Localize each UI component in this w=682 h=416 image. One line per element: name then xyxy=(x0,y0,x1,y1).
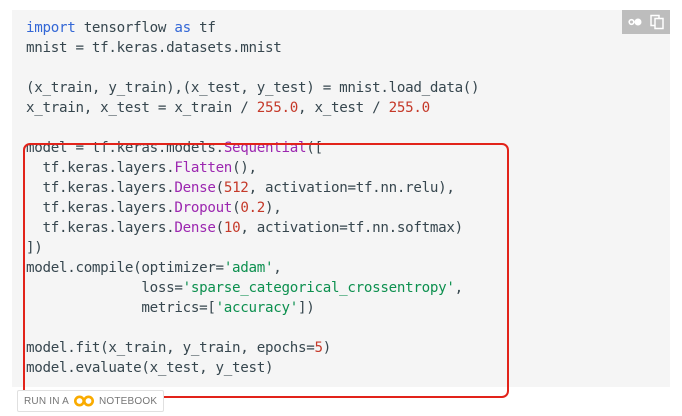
code-line: ]) xyxy=(26,238,479,258)
code-token: model.fit(x_train, y_train, epochs= xyxy=(26,340,315,356)
code-token: Dense xyxy=(174,180,216,196)
code-token: metrics=[ xyxy=(26,300,216,316)
code-token: (), xyxy=(232,160,257,176)
code-token: 'sparse_categorical_crossentropy' xyxy=(182,280,455,296)
code-token: tf.keras.layers. xyxy=(26,160,175,176)
code-listing: import tensorflow as tf mnist = tf.keras.… xyxy=(26,18,480,378)
code-line: import tensorflow as tf xyxy=(26,18,479,38)
code-line: ​ xyxy=(26,58,479,78)
run-in-colab-button[interactable]: RUN IN A NOTEBOOK xyxy=(17,390,165,412)
code-token: Sequential xyxy=(223,140,307,156)
code-token: 'accuracy' xyxy=(215,300,299,316)
code-token: 'adam' xyxy=(223,260,274,276)
code-line: tf.keras.layers.Dense(10, activation=tf.… xyxy=(26,218,479,238)
code-line: (x_train, y_train),(x_test, y_test) = mn… xyxy=(26,78,480,98)
code-token: Dropout xyxy=(174,200,233,216)
code-token: x_train, x_test = x_train / xyxy=(26,100,257,116)
code-token: ]) xyxy=(297,300,315,316)
code-token: (x_train, y_train),(x_test, y_test) = mn… xyxy=(26,80,480,96)
code-line: model = tf.keras.models.Sequential([ xyxy=(26,138,479,158)
code-token: 255.0 xyxy=(256,100,299,116)
code-token: tf xyxy=(190,20,216,36)
code-token: ([ xyxy=(306,140,323,156)
code-token: ), xyxy=(265,200,282,216)
code-line: metrics=['accuracy']) xyxy=(26,298,479,318)
code-token: 5 xyxy=(314,340,323,356)
code-line: loss='sparse_categorical_crossentropy', xyxy=(26,278,479,298)
code-token: ( xyxy=(215,180,225,196)
code-line: x_train, x_test = x_train / 255.0, x_tes… xyxy=(26,98,479,118)
code-token: tf.keras.layers. xyxy=(26,180,175,196)
code-token: Dense xyxy=(174,220,216,236)
code-line: model.compile(optimizer='adam', xyxy=(26,258,479,278)
code-token: ( xyxy=(215,220,225,236)
colab-button-prefix: RUN IN A xyxy=(24,395,69,407)
colab-button-suffix: NOTEBOOK xyxy=(98,395,158,407)
code-block: import tensorflow as tf mnist = tf.keras.… xyxy=(12,10,670,398)
code-token: , xyxy=(454,280,464,296)
code-token: loss= xyxy=(26,280,183,296)
code-token: model = tf.keras.models. xyxy=(26,140,224,156)
code-token: 255.0 xyxy=(388,100,431,116)
code-token: Flatten xyxy=(174,160,233,176)
code-token: as xyxy=(174,20,191,36)
code-token: 10 xyxy=(223,220,241,236)
code-line: tf.keras.layers.Flatten(), xyxy=(26,158,479,178)
code-token: ) xyxy=(322,340,332,356)
copy-icon[interactable] xyxy=(649,14,665,30)
code-token: tensorflow xyxy=(75,20,175,36)
code-token: , activation=tf.nn.softmax) xyxy=(240,220,463,236)
code-token: ( xyxy=(232,200,241,216)
view-toggle-icon[interactable] xyxy=(627,14,643,30)
code-token: mnist = tf.keras.datasets.mnist xyxy=(26,40,282,56)
code-toolbar xyxy=(622,10,670,34)
code-line: model.evaluate(x_test, y_test) xyxy=(26,358,479,378)
code-line: tf.keras.layers.Dropout(0.2), xyxy=(26,198,479,218)
code-line: mnist = tf.keras.datasets.mnist xyxy=(26,38,479,58)
code-line: model.fit(x_train, y_train, epochs=5) xyxy=(26,338,479,358)
code-line: tf.keras.layers.Dense(512, activation=tf… xyxy=(26,178,479,198)
code-line: ​ xyxy=(26,318,479,338)
code-token: 0.2 xyxy=(240,200,266,216)
code-token: , x_test / xyxy=(297,100,389,116)
code-token: model.evaluate(x_test, y_test) xyxy=(26,360,274,376)
code-token: , xyxy=(273,260,282,276)
code-token: , activation=tf.nn.relu), xyxy=(248,180,455,196)
code-token: tf.keras.layers. xyxy=(26,220,175,236)
code-token: ]) xyxy=(26,240,43,256)
code-token: 512 xyxy=(223,180,249,196)
code-token: import xyxy=(26,20,76,36)
code-token: tf.keras.layers. xyxy=(26,200,175,216)
code-line: ​ xyxy=(26,118,479,138)
code-token: model.compile(optimizer= xyxy=(26,260,224,276)
colab-logo-icon xyxy=(73,395,94,407)
